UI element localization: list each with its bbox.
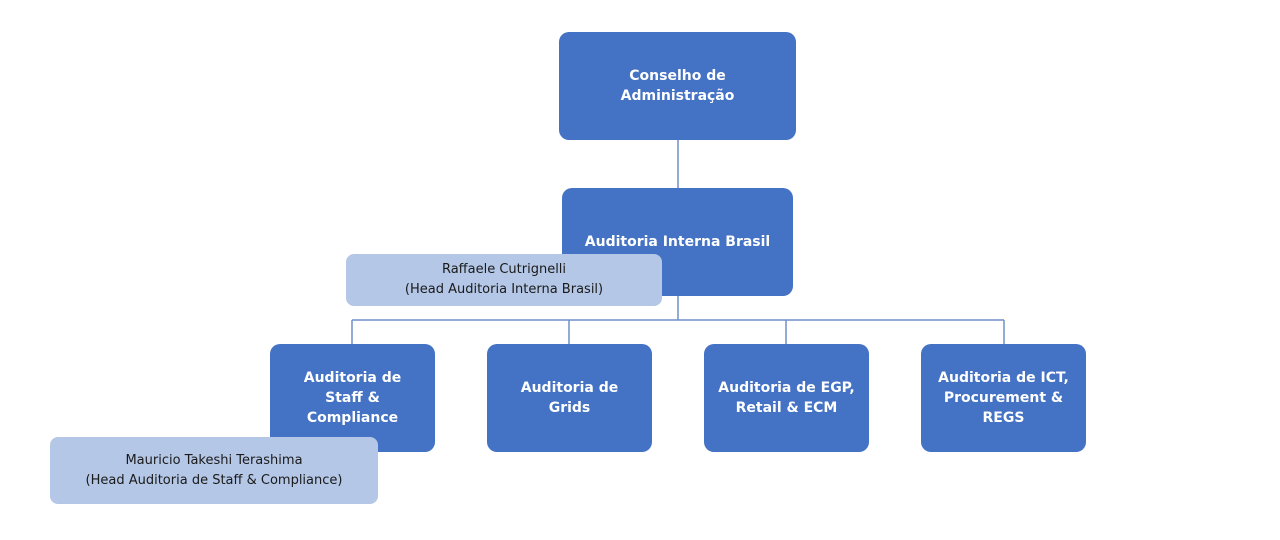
node-board: Conselho de Administração [559,32,796,140]
node-internal-audit: Auditoria Interna Brasil [562,188,793,296]
label-head-internal-audit: Raffaele Cutrignelli (Head Auditoria Int… [346,254,662,306]
node-grids: Auditoria de Grids [487,344,652,452]
node-egp-retail-ecm: Auditoria de EGP, Retail & ECM [704,344,869,452]
node-ict-procurement-regs: Auditoria de ICT, Procurement & REGS [921,344,1086,452]
label-head-staff-compliance: Mauricio Takeshi Terashima (Head Auditor… [50,437,378,504]
node-staff-compliance: Auditoria de Staff & Compliance [270,344,435,452]
